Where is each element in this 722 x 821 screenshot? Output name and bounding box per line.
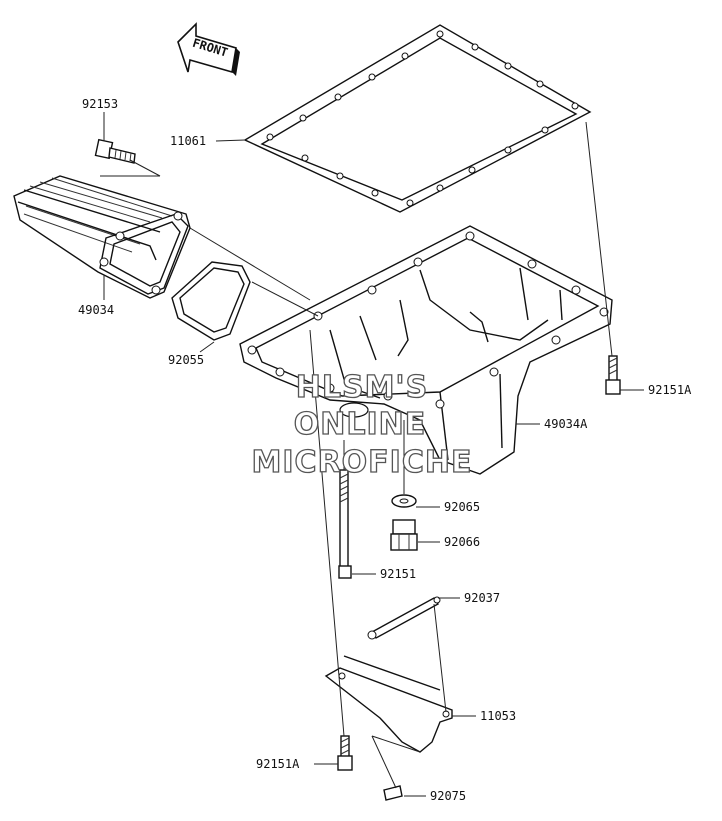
callout-labels: 11061 92153 49034 92055 92151A 49034A 92… [78,97,692,803]
part-49034-cover [13,175,191,299]
part-92065-washer [391,494,417,508]
callout-92065: 92065 [444,500,480,514]
callout-92151A-top: 92151A [648,383,692,397]
callout-92066: 92066 [444,535,480,549]
callout-92151A-bottom: 92151A [256,757,300,771]
part-49034A-oil-pan [239,225,613,475]
callout-11061: 11061 [170,134,206,148]
part-92151-bolt [338,469,352,579]
part-92055-gasket [171,261,251,341]
callout-92153: 92153 [82,97,118,111]
part-92151A-bolt-bottom [337,735,353,771]
callout-49034A: 49034A [544,417,588,431]
watermark-line3: MICROFICHE [252,445,473,480]
callout-49034: 49034 [78,303,114,317]
part-92153-bolt [94,138,136,164]
part-11061-gasket [243,24,592,213]
part-92066-plug [390,519,418,551]
leader-lines [100,112,644,797]
callout-92075: 92075 [430,789,466,803]
watermark-line2: ONLINE [294,407,427,442]
part-11053-plate [324,655,453,753]
part-92075-clip [383,785,403,801]
watermark-line1: HLSM'S [296,370,428,405]
front-arrow-icon: FRONT [177,22,240,76]
part-92151A-bolt-top [605,355,621,395]
callout-92055: 92055 [168,353,204,367]
watermark: HLSM'S ONLINE MICROFICHE [251,369,473,480]
callout-11053: 11053 [480,709,516,723]
part-92037-pipe [367,596,441,640]
callout-92151: 92151 [380,567,416,581]
callout-92037: 92037 [464,591,500,605]
